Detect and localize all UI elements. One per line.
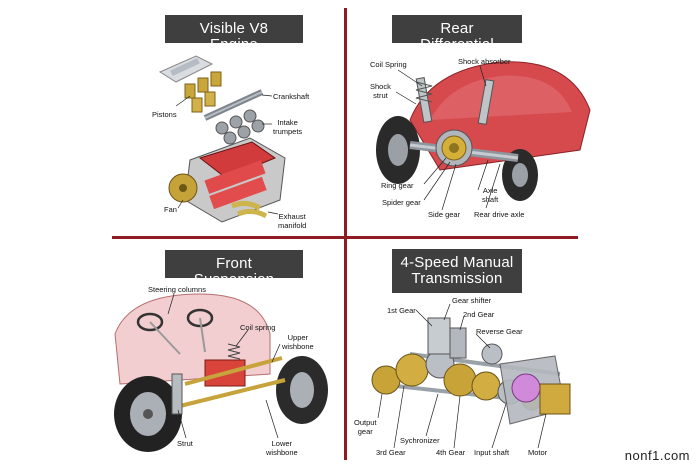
panel-transmission: 4-Speed Manual Transmission xyxy=(350,234,700,467)
label-motor: Motor xyxy=(528,448,548,457)
label-rear-drive-axle: Rear drive axle xyxy=(474,210,525,219)
label-first-gear: 1st Gear xyxy=(387,306,416,315)
label-axle-shaft: Axle shaft xyxy=(482,186,499,204)
panel-title: Front Suspension xyxy=(165,250,303,288)
label-third-gear: 3rd Gear xyxy=(376,448,406,457)
differential-housing xyxy=(435,129,473,167)
rear-differential-illustration xyxy=(376,61,591,211)
label-shock-absorber: Shock absorber xyxy=(458,57,511,66)
crankshaft xyxy=(203,89,264,121)
engine-block xyxy=(184,137,286,223)
label-side-gear: Side gear xyxy=(428,210,461,219)
label-coil-spring: Coil Spring xyxy=(370,60,407,69)
panel-title: Rear Differential xyxy=(392,15,522,53)
shock-absorbers xyxy=(415,77,495,125)
panel-title: 4-Speed Manual Transmission xyxy=(392,249,522,293)
label-ring-gear: Ring gear xyxy=(381,181,414,190)
engine-cover xyxy=(158,55,214,83)
transmission-illustration xyxy=(371,303,571,449)
label-lower-wishbone: Lower wishbone xyxy=(266,439,298,457)
exhaust-manifold xyxy=(231,200,268,219)
horizontal-divider xyxy=(112,236,578,239)
label-steering-columns: Steering columns xyxy=(148,285,206,294)
v8-engine-illustration xyxy=(158,55,286,223)
label-input-shaft: Input shaft xyxy=(474,448,510,457)
label-pistons: Pistons xyxy=(152,110,177,119)
label-gear-shifter: Gear shifter xyxy=(452,296,492,305)
rear-leader-lines xyxy=(395,65,501,211)
suspension-assembly xyxy=(171,343,286,415)
right-wheel xyxy=(276,356,328,424)
label-coil-spring: Coil spring xyxy=(240,323,276,332)
v8-leader-lines xyxy=(175,94,279,215)
label-strut: Strut xyxy=(177,439,193,448)
label-upper-wishbone: Upper wishbone xyxy=(282,333,314,351)
fan xyxy=(168,173,198,203)
label-output-gear: Output gear xyxy=(354,418,377,436)
watermark: nonf1.com xyxy=(624,448,690,463)
label-sychronizer: Sychronizer xyxy=(400,436,440,445)
panel-rear-differential: Rear Differential xyxy=(350,0,700,233)
panel-title: Visible V8 Engine xyxy=(165,15,303,53)
label-exhaust-manifold: Exhaust manifold xyxy=(278,212,307,230)
trans-leader-lines xyxy=(377,303,547,449)
front-leader-lines xyxy=(167,293,281,439)
steering-wheels xyxy=(136,308,214,355)
label-fan: Fan xyxy=(164,205,177,214)
label-intake-trumpets: Intake trumpets xyxy=(273,118,303,136)
front-suspension-illustration xyxy=(114,293,328,452)
label-fourth-gear: 4th Gear xyxy=(436,448,466,457)
label-shock-strut: Shock strut xyxy=(370,82,391,100)
rear-wheels xyxy=(376,116,538,201)
intake-trumpets xyxy=(215,109,265,145)
transmission-housing xyxy=(499,355,571,425)
panel-v8-engine: Visible V8 Engine xyxy=(0,0,350,233)
left-wheel xyxy=(114,376,182,452)
panel-front-suspension: Front Suspension xyxy=(0,234,350,467)
label-reverse-gear: Reverse Gear xyxy=(476,327,523,336)
panel-title-line1: 4-Speed Manual xyxy=(400,254,514,271)
label-second-gear: 2nd Gear xyxy=(463,310,495,319)
pistons-group xyxy=(184,71,222,113)
gear-shifter xyxy=(427,317,467,359)
vertical-divider xyxy=(344,8,347,460)
gears xyxy=(371,343,543,411)
car-front-body xyxy=(114,293,271,385)
label-crankshaft: Crankshaft xyxy=(273,92,310,101)
panel-title-line2: Transmission xyxy=(411,270,503,287)
label-spider-gear: Spider gear xyxy=(382,198,421,207)
